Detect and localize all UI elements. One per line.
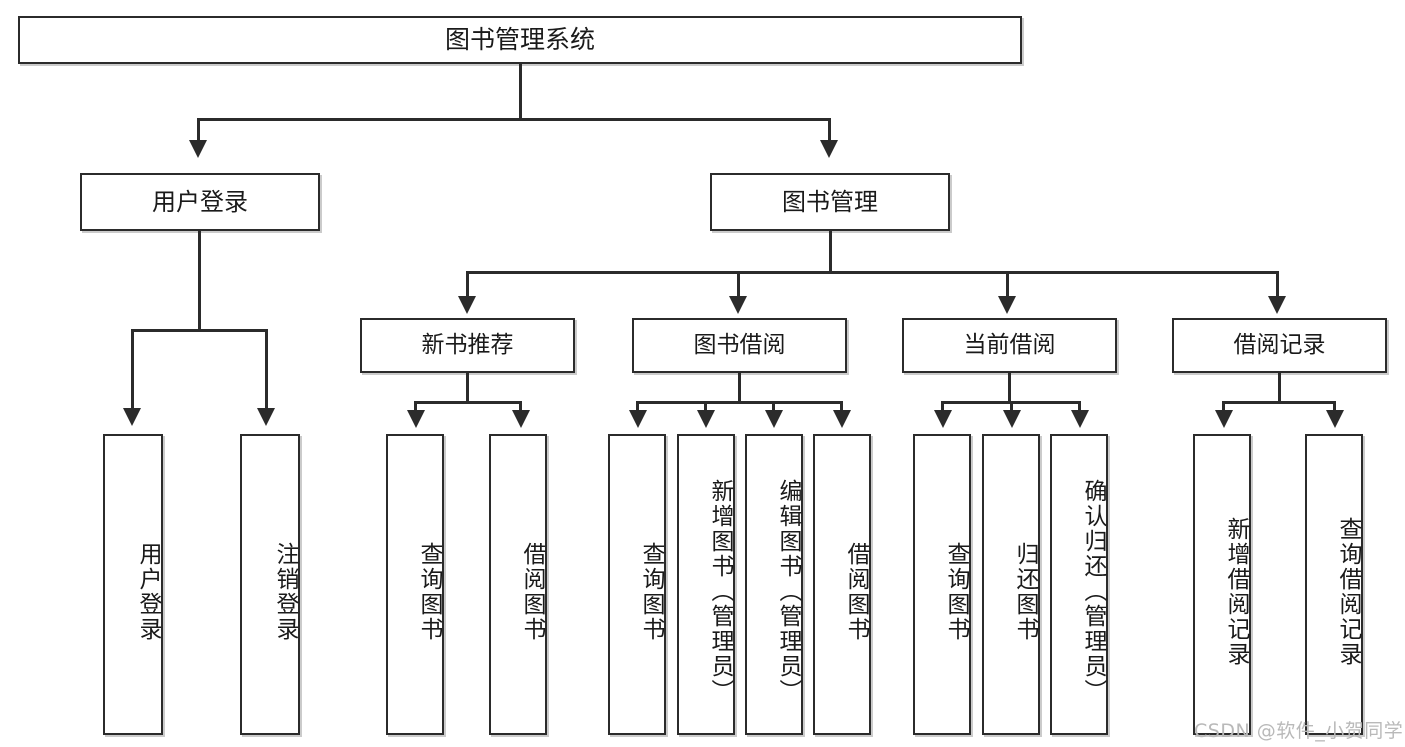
node-user-login[interactable]: 用户登录 — [80, 173, 320, 231]
arrow-br-child2 — [1326, 410, 1344, 428]
arrow-user-login-child1 — [123, 408, 141, 426]
leaf-label: 用户登录 — [135, 541, 161, 642]
edge-user-login-bus — [131, 329, 268, 332]
node-label: 图书借阅 — [693, 331, 786, 358]
edge-br-child2 — [1333, 401, 1336, 413]
edge-root-stem — [519, 64, 522, 118]
watermark-text: CSDN @软件_小贺同学 — [1194, 720, 1404, 742]
arrow-bm-to-book-borrow — [729, 296, 747, 314]
arrow-cb-child1 — [934, 410, 952, 428]
edge-bb-child3 — [772, 401, 775, 413]
edge-root-to-book-management — [828, 118, 831, 144]
node-book-management[interactable]: 图书管理 — [710, 173, 950, 231]
edge-cb-child1 — [941, 401, 944, 413]
leaf-borrow-book-recommend[interactable]: 借阅图书 — [489, 434, 547, 735]
leaf-add-borrow-record[interactable]: 新增借阅记录 — [1193, 434, 1251, 735]
leaf-label: 归还图书 — [1012, 541, 1038, 642]
edge-nbr-child2 — [519, 401, 522, 413]
leaf-label: 注销登录 — [272, 541, 298, 642]
leaf-user-login[interactable]: 用户登录 — [103, 434, 163, 735]
leaf-label: 借阅图书 — [843, 541, 869, 642]
edge-nbr-bus — [414, 401, 522, 404]
edge-cb-stem — [1008, 373, 1011, 403]
arrow-nbr-child2 — [512, 410, 530, 428]
edge-book-management-stem — [829, 231, 832, 273]
edge-root-to-user-login — [197, 118, 200, 144]
node-label: 借阅记录 — [1233, 331, 1326, 358]
edge-br-child1 — [1222, 401, 1225, 413]
leaf-query-borrow-record[interactable]: 查询借阅记录 — [1305, 434, 1363, 735]
leaf-label: 新增图书（管理员） — [707, 479, 733, 704]
edge-nbr-stem — [466, 373, 469, 403]
arrow-bb-child4 — [833, 410, 851, 428]
leaf-return-book[interactable]: 归还图书 — [982, 434, 1040, 735]
edge-bm-to-borrow-record — [1276, 271, 1279, 299]
arrow-bm-to-borrow-record — [1268, 296, 1286, 314]
leaf-edit-book-admin[interactable]: 编辑图书（管理员） — [745, 434, 803, 735]
node-borrow-record[interactable]: 借阅记录 — [1172, 318, 1387, 373]
edge-book-management-bus — [466, 271, 1279, 274]
leaf-query-book-borrow[interactable]: 查询图书 — [608, 434, 666, 735]
edge-bb-child2 — [704, 401, 707, 413]
node-label: 当前借阅 — [963, 331, 1056, 358]
edge-root-bus — [197, 118, 831, 121]
arrow-bm-to-new-book — [458, 296, 476, 314]
leaf-label: 查询图书 — [638, 541, 664, 642]
node-new-book-recommend[interactable]: 新书推荐 — [360, 318, 575, 373]
edge-br-bus — [1222, 401, 1336, 404]
watermark-csdn: CSDN @软件_小贺同学 — [1194, 716, 1403, 743]
edge-bm-to-current-borrow — [1006, 271, 1009, 299]
leaf-label: 查询借阅记录 — [1335, 516, 1361, 667]
edge-bm-to-book-borrow — [737, 271, 740, 299]
leaf-add-book-admin[interactable]: 新增图书（管理员） — [677, 434, 735, 735]
leaf-query-book-recommend[interactable]: 查询图书 — [386, 434, 444, 735]
edge-br-stem — [1278, 373, 1281, 403]
node-label: 用户登录 — [152, 187, 248, 216]
arrow-user-login-child2 — [257, 408, 275, 426]
arrow-nbr-child1 — [407, 410, 425, 428]
node-label: 图书管理系统 — [444, 25, 595, 55]
edge-bb-stem — [738, 373, 741, 403]
node-label: 新书推荐 — [421, 331, 514, 358]
edge-user-login-child1 — [131, 329, 134, 411]
leaf-label: 查询图书 — [416, 541, 442, 642]
leaf-borrow-book[interactable]: 借阅图书 — [813, 434, 871, 735]
edge-bb-bus — [636, 401, 843, 404]
arrow-bb-child1 — [629, 410, 647, 428]
leaf-label: 查询图书 — [943, 541, 969, 642]
node-book-borrow[interactable]: 图书借阅 — [632, 318, 847, 373]
node-label: 图书管理 — [782, 187, 878, 216]
arrow-root-to-user-login — [189, 140, 207, 158]
node-root-book-management-system[interactable]: 图书管理系统 — [18, 16, 1022, 64]
edge-bm-to-new-book — [466, 271, 469, 299]
leaf-confirm-return-admin[interactable]: 确认归还（管理员） — [1050, 434, 1108, 735]
leaf-label: 编辑图书（管理员） — [775, 479, 801, 704]
edge-user-login-stem — [198, 231, 201, 331]
edge-user-login-child2 — [265, 329, 268, 411]
edge-bb-child1 — [636, 401, 639, 413]
arrow-bb-child3 — [765, 410, 783, 428]
arrow-br-child1 — [1215, 410, 1233, 428]
edge-bb-child4 — [840, 401, 843, 413]
edge-cb-child2 — [1010, 401, 1013, 413]
arrow-cb-child2 — [1003, 410, 1021, 428]
arrow-bm-to-current-borrow — [998, 296, 1016, 314]
leaf-label: 确认归还（管理员） — [1080, 479, 1106, 704]
edge-nbr-child1 — [414, 401, 417, 413]
arrow-bb-child2 — [697, 410, 715, 428]
leaf-logout-login[interactable]: 注销登录 — [240, 434, 300, 735]
arrow-root-to-book-management — [820, 140, 838, 158]
leaf-query-book-current[interactable]: 查询图书 — [913, 434, 971, 735]
edge-cb-child3 — [1078, 401, 1081, 413]
leaf-label: 借阅图书 — [519, 541, 545, 642]
leaf-label: 新增借阅记录 — [1223, 516, 1249, 667]
node-current-borrow[interactable]: 当前借阅 — [902, 318, 1117, 373]
arrow-cb-child3 — [1071, 410, 1089, 428]
